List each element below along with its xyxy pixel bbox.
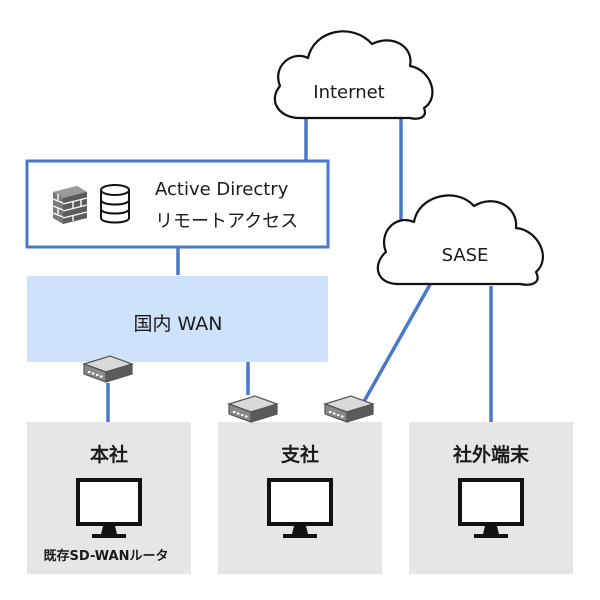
router-icon [227, 395, 279, 423]
wan-label: 国内 WAN [133, 313, 223, 335]
monitor-icon [76, 478, 142, 538]
line-sase-shisha-router [360, 280, 434, 406]
internet-cloud [273, 30, 434, 120]
monitor-icon [458, 478, 524, 538]
site-label-honsha: 本社 [89, 444, 129, 466]
monitor-icon [267, 478, 333, 538]
wan-box [27, 276, 328, 362]
router-icon [82, 355, 134, 383]
sase-cloud [376, 194, 544, 286]
router-icon [323, 395, 375, 423]
ad-subtitle: リモートアクセス [155, 211, 299, 232]
site-label-shagai: 社外端末 [452, 444, 530, 466]
ad-title: Active Directry [155, 179, 289, 200]
connection-lines [106, 118, 493, 422]
internet-label: Internet [313, 82, 385, 103]
honsha-router-note: 既存SD-WANルータ [43, 549, 169, 564]
sase-label: SASE [441, 245, 489, 266]
site-label-shisha: 支社 [280, 444, 320, 466]
database-icon [100, 184, 130, 224]
firewall-icon [52, 186, 88, 224]
